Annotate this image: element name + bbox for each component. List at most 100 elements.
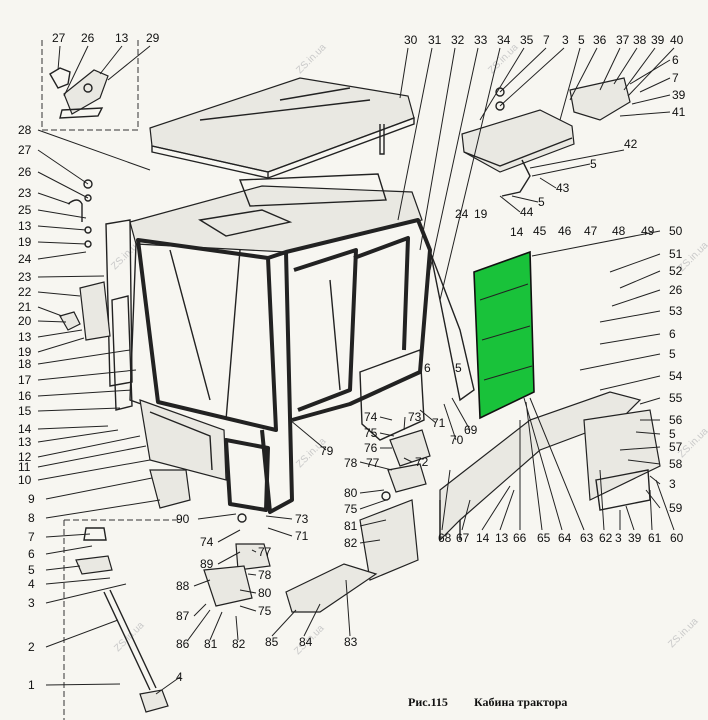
- part-callout-25: 25: [18, 203, 32, 217]
- part-callout-1: 1: [28, 678, 35, 692]
- part-callout-83: 83: [344, 635, 358, 649]
- part-callout-22: 22: [18, 285, 32, 299]
- part-callout-78: 78: [344, 456, 358, 470]
- part-callout-77: 77: [258, 545, 272, 559]
- leader-lines: [37, 45, 675, 695]
- part-callout-24: 24: [18, 252, 32, 266]
- part-callout-44: 44: [520, 205, 534, 219]
- part-callout-81: 81: [204, 637, 218, 651]
- part-callout-5: 5: [538, 195, 545, 209]
- part-callout-64: 64: [558, 531, 572, 545]
- part-callout-90: 90: [176, 512, 190, 526]
- watermark: ZS.in.ua: [666, 616, 700, 650]
- part-callout-73: 73: [295, 512, 309, 526]
- part-callout-6: 6: [28, 547, 35, 561]
- part-callout-5: 5: [669, 427, 676, 441]
- part-callout-6: 6: [424, 361, 431, 375]
- part-callout-26: 26: [18, 165, 32, 179]
- part-callout-31: 31: [428, 33, 442, 47]
- part-callout-5: 5: [578, 33, 585, 47]
- part-callout-76: 76: [364, 441, 378, 455]
- figure-title: Кабина трактора: [474, 695, 567, 709]
- part-callout-59: 59: [669, 501, 683, 515]
- part-callout-60: 60: [670, 531, 684, 545]
- part-callout-84: 84: [299, 635, 313, 649]
- part-callout-19: 19: [18, 345, 32, 359]
- part-callout-77: 77: [366, 456, 380, 470]
- part-callout-36: 36: [593, 33, 607, 47]
- figure-number: Рис.115: [408, 695, 448, 709]
- callout-numbers: 27 26 13 29 30 31 32 33 34 35 7 3 5 36 3…: [18, 31, 686, 692]
- part-callout-14: 14: [510, 225, 524, 239]
- part-callout-74: 74: [364, 410, 378, 424]
- part-callout-69: 69: [464, 423, 478, 437]
- part-callout-12: 12: [18, 450, 32, 464]
- part-callout-86: 86: [176, 637, 190, 651]
- hinge-detail-inset: [41, 40, 139, 131]
- part-callout-88: 88: [176, 579, 190, 593]
- part-callout-65: 65: [537, 531, 551, 545]
- cab-lower-body: [139, 349, 425, 509]
- part-callout-70: 70: [450, 433, 464, 447]
- part-callout-7: 7: [28, 530, 35, 544]
- part-callout-29: 29: [146, 31, 160, 45]
- part-callout-27: 27: [52, 31, 66, 45]
- rear-window-highlight[interactable]: [473, 250, 535, 420]
- part-callout-14: 14: [476, 531, 490, 545]
- part-callout-27: 27: [18, 143, 32, 157]
- rear-fender: [439, 391, 661, 542]
- part-callout-47: 47: [584, 224, 598, 238]
- part-callout-5: 5: [669, 347, 676, 361]
- part-callout-73: 73: [408, 410, 422, 424]
- part-callout-71: 71: [295, 529, 309, 543]
- part-callout-67: 67: [456, 531, 470, 545]
- part-callout-45: 45: [533, 224, 547, 238]
- part-callout-87: 87: [176, 609, 190, 623]
- part-callout-10: 10: [18, 473, 32, 487]
- part-callout-82: 82: [344, 536, 358, 550]
- part-callout-75: 75: [364, 426, 378, 440]
- cab-frame: [129, 173, 475, 514]
- part-callout-33: 33: [474, 33, 488, 47]
- part-callout-3: 3: [562, 33, 569, 47]
- part-callout-68: 68: [438, 531, 452, 545]
- part-callout-13: 13: [18, 330, 32, 344]
- part-callout-14: 14: [18, 422, 32, 436]
- part-callout-56: 56: [669, 413, 683, 427]
- part-callout-75: 75: [344, 502, 358, 516]
- part-callout-28: 28: [18, 123, 32, 137]
- part-callout-35: 35: [520, 33, 534, 47]
- part-callout-55: 55: [669, 391, 683, 405]
- part-callout-11: 11: [18, 460, 31, 474]
- part-callout-3: 3: [28, 596, 35, 610]
- part-callout-48: 48: [612, 224, 626, 238]
- part-callout-3: 3: [669, 477, 676, 491]
- part-callout-5: 5: [28, 563, 35, 577]
- part-callout-42: 42: [624, 137, 638, 151]
- left-side-parts: [59, 179, 133, 411]
- part-callout-2: 2: [28, 640, 35, 654]
- part-callout-54: 54: [669, 369, 683, 383]
- part-callout-20: 20: [18, 314, 32, 328]
- part-callout-51: 51: [669, 247, 683, 261]
- part-callout-58: 58: [669, 457, 683, 471]
- part-callout-19: 19: [18, 235, 32, 249]
- part-callout-8: 8: [28, 511, 35, 525]
- part-callout-49: 49: [641, 224, 655, 238]
- part-callout-18: 18: [18, 357, 32, 371]
- part-callout-13: 13: [18, 219, 32, 233]
- part-callout-78: 78: [258, 568, 272, 582]
- part-callout-50: 50: [669, 224, 683, 238]
- part-callout-40: 40: [670, 33, 684, 47]
- part-callout-17: 17: [18, 373, 32, 387]
- part-callout-9: 9: [28, 492, 35, 506]
- part-callout-26: 26: [81, 31, 95, 45]
- part-callout-6: 6: [669, 327, 676, 341]
- part-callout-62: 62: [599, 531, 613, 545]
- part-callout-52: 52: [669, 264, 683, 278]
- cab-mounts: [203, 429, 431, 613]
- part-callout-13: 13: [18, 435, 32, 449]
- ventilation-unit: [461, 77, 631, 197]
